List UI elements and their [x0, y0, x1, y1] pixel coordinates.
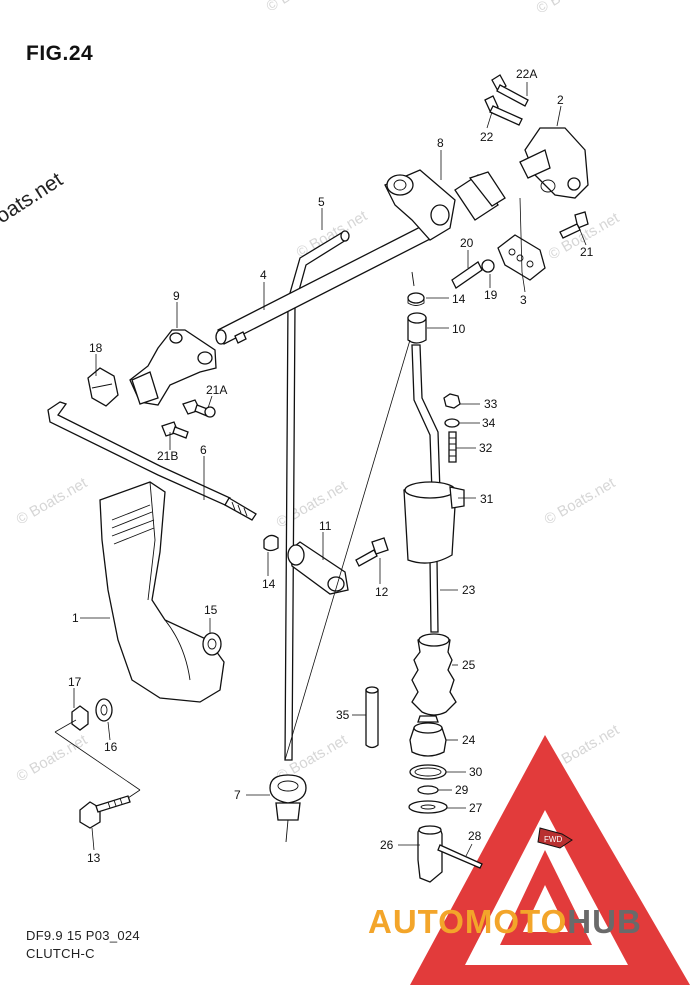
callout-22: 22	[480, 130, 494, 144]
figure-code: DF9.9 15 P03_024	[26, 928, 140, 943]
callout-19: 19	[484, 288, 498, 302]
callout-14-upper: 14	[452, 292, 466, 306]
part-8-lever-bracket	[384, 169, 506, 241]
part-7-grommet	[269, 774, 307, 843]
leader-lines	[54, 82, 587, 857]
part-14-bushing-lower	[263, 534, 279, 552]
part-27-seal	[408, 800, 448, 814]
part-24-boot-fitting	[409, 715, 447, 757]
callout-7: 7	[234, 788, 241, 802]
callout-21: 21	[580, 245, 594, 259]
part-19-ball	[481, 259, 495, 273]
callout-21B: 21B	[157, 449, 178, 463]
callout-6: 6	[200, 443, 207, 457]
part-34-washer	[444, 418, 460, 428]
part-5-shift-rod	[284, 230, 350, 761]
part-6-link-rod	[47, 401, 257, 521]
part-22-bolt	[484, 95, 523, 126]
callout-1: 1	[72, 611, 79, 625]
part-28-pin	[437, 844, 483, 869]
callout-24: 24	[462, 733, 476, 747]
part-35-pin	[365, 686, 379, 749]
part-11-shift-arm	[287, 541, 349, 595]
callout-2: 2	[557, 93, 564, 107]
callout-18: 18	[89, 341, 103, 355]
callout-5: 5	[318, 195, 325, 209]
watermark-text: © Boats.net	[274, 477, 351, 531]
callout-4: 4	[260, 268, 267, 282]
callout-31: 31	[480, 492, 494, 506]
part-2-shift-cam	[519, 127, 589, 199]
callout-17: 17	[68, 675, 82, 689]
callout-16: 16	[104, 740, 118, 754]
watermark-text: © Boats.net	[264, 0, 341, 15]
watermark-text: © Boats.net	[14, 731, 91, 785]
fwd-label: FWD	[544, 835, 562, 844]
callout-20: 20	[460, 236, 474, 250]
part-13-bolt	[79, 795, 131, 829]
part-18-clip	[87, 367, 119, 407]
part-1-clutch-handle	[99, 481, 225, 703]
part-14-bushing-upper	[407, 271, 425, 306]
callout-8: 8	[437, 136, 444, 150]
part-16-washer	[95, 698, 113, 722]
part-31-shift-housing	[403, 481, 465, 564]
callout-34: 34	[482, 416, 496, 430]
part-21-bolt	[559, 211, 589, 239]
part-30-o-ring	[409, 764, 447, 780]
figure-title: FIG.24	[26, 42, 94, 65]
brand-word-part2: HUB	[567, 903, 642, 940]
callout-25: 25	[462, 658, 476, 672]
watermark-text: © Boats.net	[542, 474, 619, 528]
brand-logo-wordmark: AUTOMOTOHUB	[368, 903, 642, 941]
part-25-rubber-boot	[411, 633, 457, 716]
part-26-lower-bracket	[417, 825, 443, 883]
callout-29: 29	[455, 783, 469, 797]
part-15-washer	[202, 632, 222, 656]
watermark-text: © Boats.net	[294, 207, 371, 261]
part-17-nut	[71, 705, 89, 731]
callout-32: 32	[479, 441, 493, 455]
callout-33: 33	[484, 397, 498, 411]
callout-21A: 21A	[206, 383, 227, 397]
watermark-text: © Boats.net	[534, 0, 611, 17]
callout-26: 26	[380, 838, 394, 852]
callout-30: 30	[469, 765, 483, 779]
brand-logo-triangle	[410, 735, 690, 985]
part-33-nut	[443, 393, 461, 409]
part-9-clutch-lever	[129, 329, 217, 406]
part-21B-bolt	[161, 421, 189, 439]
part-12-bolt	[355, 537, 389, 567]
callout-9: 9	[173, 289, 180, 303]
figure-subtitle: CLUTCH-C	[26, 946, 95, 961]
callout-35: 35	[336, 708, 350, 722]
watermark-text: © Boats.net	[14, 474, 91, 528]
part-10-sleeve	[407, 312, 427, 344]
callout-13: 13	[87, 851, 101, 865]
callout-11: 11	[319, 519, 332, 533]
callout-10: 10	[452, 322, 466, 336]
callout-23: 23	[462, 583, 476, 597]
brand-word-part1: AUTOMOTO	[368, 903, 568, 940]
callout-15: 15	[204, 603, 218, 617]
fwd-arrow-icon: FWD	[537, 827, 573, 849]
callout-27: 27	[469, 801, 483, 815]
part-20-spring	[451, 261, 483, 289]
part-29-washer	[417, 785, 439, 795]
callout-labels: 22A 2 22 8 5 21 20 19 3 4 14 10 9 18 21A…	[68, 67, 594, 865]
callout-28: 28	[468, 829, 482, 843]
part-21A-bolt	[182, 399, 216, 418]
callout-3: 3	[520, 293, 527, 307]
part-32-stud	[448, 431, 457, 463]
callout-22A: 22A	[516, 67, 537, 81]
part-22A-bolt	[491, 74, 529, 107]
callout-12: 12	[375, 585, 389, 599]
callout-14-lower: 14	[262, 577, 276, 591]
